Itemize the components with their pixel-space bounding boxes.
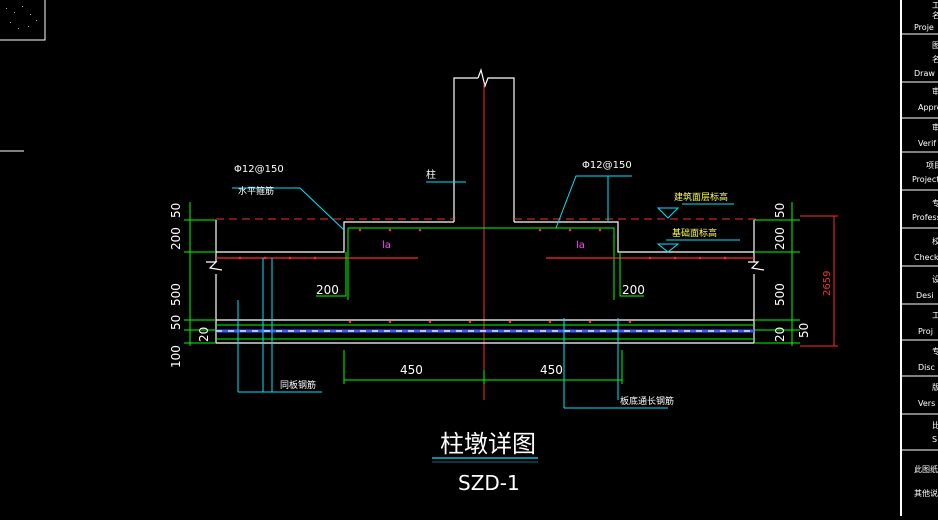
svg-text:50: 50 — [773, 203, 787, 218]
svg-text:200: 200 — [169, 227, 183, 250]
svg-text:20: 20 — [773, 327, 787, 342]
svg-text:名: 名 — [932, 54, 938, 64]
svg-text:200: 200 — [773, 227, 787, 250]
svg-text:Check: Check — [914, 253, 938, 262]
column — [453, 67, 515, 222]
dim-450-left: 450 — [400, 363, 423, 377]
svg-text:审: 审 — [932, 86, 938, 96]
drawing-title: 柱墩详图 — [440, 430, 536, 458]
svg-text:比: 比 — [932, 420, 938, 430]
svg-text:500: 500 — [169, 283, 183, 306]
svg-text:100: 100 — [169, 345, 183, 368]
dim-450-right: 450 — [540, 363, 563, 377]
svg-text:此图纸: 此图纸 — [914, 464, 938, 474]
slab-rebar-label: 同板钢筋 — [280, 379, 316, 391]
svg-text:Profess: Profess — [912, 213, 938, 222]
svg-text:20: 20 — [197, 327, 211, 342]
column-label: 柱 — [426, 168, 436, 181]
rebar-dots — [238, 228, 727, 324]
right-dimension-texts: 50 200 500 20 50 2659 — [773, 203, 833, 342]
svg-text:50: 50 — [797, 323, 811, 338]
la-right-label: la — [576, 240, 585, 251]
svg-text:名: 名 — [932, 10, 938, 20]
svg-text:工: 工 — [932, 311, 938, 320]
left-dimension-texts: 50 200 500 50 20 100 — [169, 203, 211, 368]
svg-text:Verif: Verif — [918, 139, 936, 148]
svg-text:其他说: 其他说 — [914, 488, 938, 498]
svg-text:500: 500 — [773, 283, 787, 306]
total-dimension — [800, 215, 838, 347]
svg-text:审: 审 — [932, 122, 938, 132]
svg-text:专: 专 — [932, 346, 938, 356]
svg-text:Project: Project — [912, 175, 938, 184]
dim-200-left: 200 — [316, 283, 339, 297]
title-block-grid: 工 名 Proje 图 名 Draw 审 Appro 审 Verif 项目 Pr… — [902, 1, 938, 498]
slab-bottom-rebar-label: 板底通长钢筋 — [620, 395, 674, 407]
svg-text:工: 工 — [932, 1, 938, 10]
svg-text:图: 图 — [932, 41, 938, 50]
viewport-frame — [0, 0, 46, 152]
rebar-left-label: Φ12@150 — [234, 164, 284, 175]
svg-text:2659: 2659 — [822, 271, 833, 296]
svg-text:Draw: Draw — [914, 69, 935, 78]
elev-finish-label: 建筑面层标高 — [674, 191, 728, 203]
rebar-right-label: Φ12@150 — [582, 160, 632, 171]
title-block: 工 名 Proje 图 名 Draw 审 Appro 审 Verif 项目 Pr… — [900, 0, 938, 516]
leader-lines — [232, 175, 740, 409]
svg-text:Proje: Proje — [914, 23, 934, 32]
svg-text:S: S — [932, 435, 937, 444]
svg-text:版: 版 — [932, 382, 938, 392]
svg-text:专: 专 — [932, 198, 938, 208]
rebar-left-desc: 水平箍筋 — [238, 185, 274, 197]
svg-text:Desi: Desi — [916, 291, 933, 300]
la-left-label: la — [382, 240, 391, 251]
svg-text:Appro: Appro — [918, 103, 938, 112]
dimension-lines — [184, 202, 800, 384]
elev-base-label: 基础面标高 — [672, 227, 717, 239]
svg-text:50: 50 — [169, 203, 183, 218]
svg-text:设: 设 — [932, 274, 938, 284]
svg-text:Vers: Vers — [918, 399, 935, 408]
drawing-code: SZD-1 — [458, 471, 520, 495]
pier-rebar-cage — [216, 227, 754, 340]
svg-text:项目: 项目 — [926, 161, 938, 170]
svg-text:校: 校 — [932, 236, 938, 246]
svg-text:Proj: Proj — [918, 327, 933, 336]
svg-text:50: 50 — [169, 315, 183, 330]
dim-200-right: 200 — [622, 283, 645, 297]
svg-text:Disc: Disc — [918, 363, 935, 372]
